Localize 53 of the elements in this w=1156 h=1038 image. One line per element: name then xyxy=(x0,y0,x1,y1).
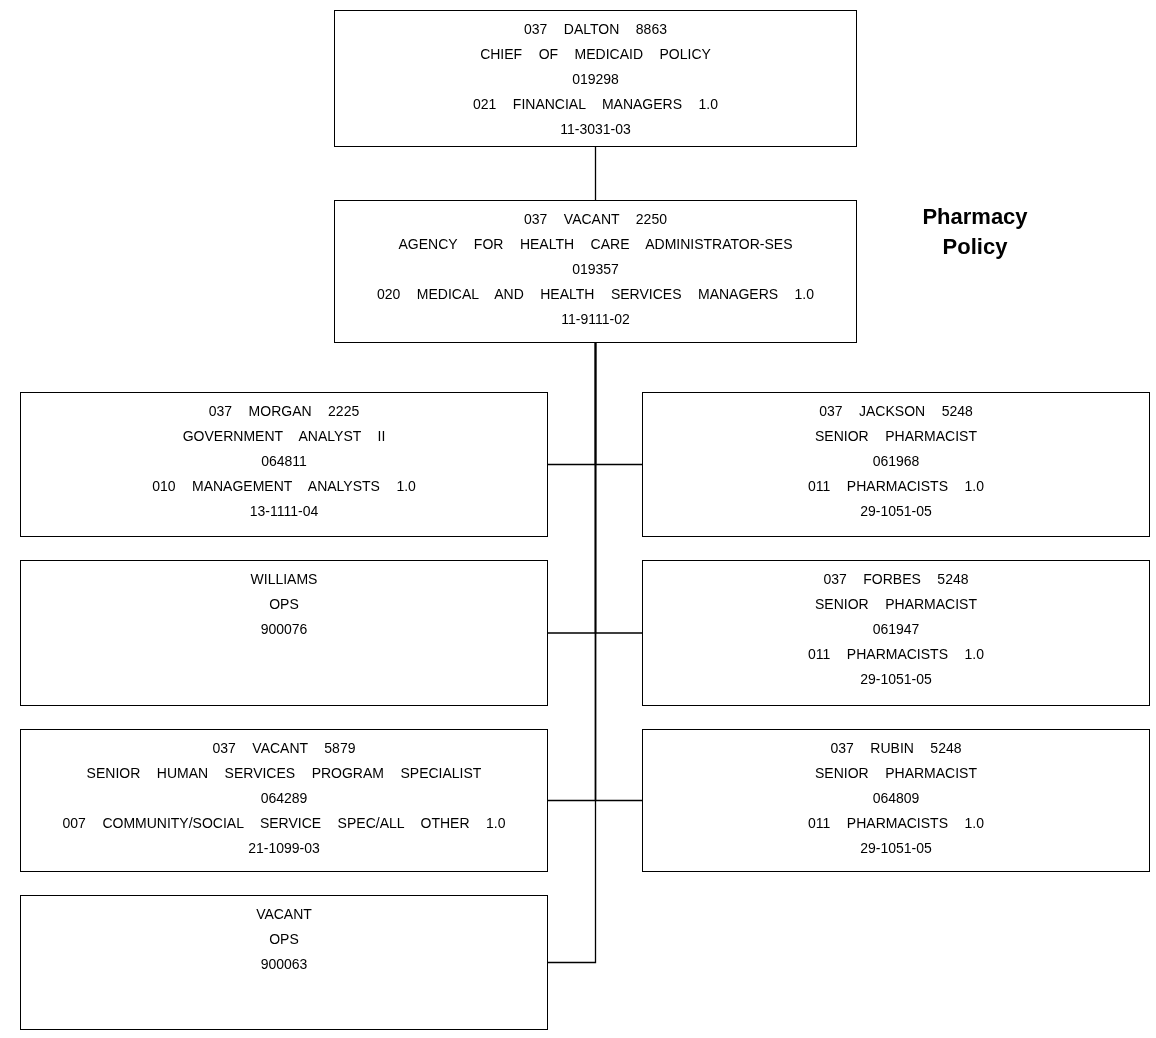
position-box xyxy=(20,729,548,872)
position-text: 037 VACANT 5879 xyxy=(212,739,356,758)
position-text: 037 MORGAN 2225 xyxy=(208,402,360,421)
position-text: 011 PHARMACISTS 1.0 xyxy=(808,645,984,664)
position-text: 064289 xyxy=(260,789,308,808)
position-box xyxy=(20,392,548,537)
position-text: AGENCY FOR HEALTH CARE ADMINISTRATOR-SES xyxy=(398,235,793,254)
position-text: 037 VACANT 2250 xyxy=(524,210,667,229)
position-box xyxy=(642,560,1150,706)
position-text: 037 JACKSON 5248 xyxy=(819,402,973,421)
position-text: VACANT xyxy=(256,905,312,924)
position-text: 061947 xyxy=(872,620,920,639)
position-text: 010 MANAGEMENT ANALYSTS 1.0 xyxy=(152,477,416,496)
position-text: GOVERNMENT ANALYST II xyxy=(182,427,386,446)
position-text: WILLIAMS xyxy=(250,570,318,589)
position-text: 29-1051-05 xyxy=(860,670,932,689)
position-text: 037 DALTON 8863 xyxy=(524,20,667,39)
position-text: 007 COMMUNITY/SOCIAL SERVICE SPEC/ALL OTHER 1.0 xyxy=(62,814,506,833)
position-text: SENIOR PHARMACIST xyxy=(815,764,977,783)
position-text: 064809 xyxy=(872,789,920,808)
position-box xyxy=(20,560,548,706)
position-text: 011 PHARMACISTS 1.0 xyxy=(808,814,984,833)
chart-title: Pharmacy Policy xyxy=(921,203,1029,261)
position-box xyxy=(334,200,857,343)
position-text: 061968 xyxy=(872,452,920,471)
position-text: SENIOR PHARMACIST xyxy=(815,427,977,446)
position-text: SENIOR PHARMACIST xyxy=(815,595,977,614)
connector-line xyxy=(594,146,597,201)
position-box xyxy=(642,392,1150,537)
position-text: 019357 xyxy=(572,260,619,279)
position-text: 11-9111-02 xyxy=(561,310,630,329)
position-box xyxy=(20,895,548,1030)
position-box xyxy=(642,729,1150,872)
position-text: 020 MEDICAL AND HEALTH SERVICES MANAGERS 1.0 xyxy=(376,285,815,304)
position-text: 29-1051-05 xyxy=(860,839,932,858)
position-text: 900076 xyxy=(260,620,308,639)
connector-line xyxy=(547,342,597,964)
position-text: SENIOR HUMAN SERVICES PROGRAM SPECIALIST xyxy=(86,764,482,783)
position-text: 21-1099-03 xyxy=(248,839,320,858)
position-text: CHIEF OF MEDICAID POLICY xyxy=(480,45,711,64)
position-text: 019298 xyxy=(572,70,619,89)
position-box xyxy=(334,10,857,147)
position-text: 900063 xyxy=(260,955,308,974)
position-text: 13-1111-04 xyxy=(249,502,319,521)
position-text: 29-1051-05 xyxy=(860,502,932,521)
position-text: 021 FINANCIAL MANAGERS 1.0 xyxy=(473,95,718,114)
position-text: 064811 xyxy=(261,452,307,471)
position-text: OPS xyxy=(269,930,299,949)
position-text: 11-3031-03 xyxy=(560,120,631,139)
position-text: 037 RUBIN 5248 xyxy=(830,739,962,758)
position-text: OPS xyxy=(269,595,299,614)
position-text: 011 PHARMACISTS 1.0 xyxy=(808,477,984,496)
position-text: 037 FORBES 5248 xyxy=(823,570,969,589)
